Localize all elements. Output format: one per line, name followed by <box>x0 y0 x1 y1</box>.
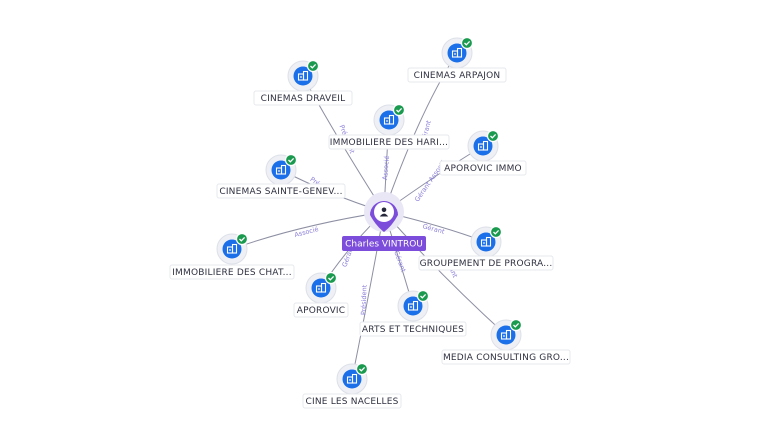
person-icon <box>379 207 389 217</box>
node-label-box <box>216 183 346 199</box>
building-icon <box>226 243 238 254</box>
verified-check-icon <box>509 318 523 332</box>
edge-cinemas-arpajon <box>383 52 458 213</box>
node-label: CINEMAS DRAVEIL <box>261 94 346 104</box>
node-label-box <box>407 67 507 83</box>
verified-check-icon <box>392 103 406 117</box>
node-label: ARTS ET TECHNIQUES <box>362 325 464 335</box>
company-nodes: CINEMAS DRAVEIL CINEMAS ARPAJON IMMOBILIER… <box>169 36 571 409</box>
center-label-box <box>342 236 426 251</box>
edge-cine-les-nacelles <box>351 211 385 380</box>
edge-label-immobiliere-des-hari: Associé <box>381 155 391 180</box>
company-node-cinemas-sainte-genev[interactable]: CINEMAS SAINTE-GENEV... <box>216 153 346 199</box>
node-label: MEDIA CONSULTING GRO... <box>443 353 569 363</box>
building-icon <box>275 164 287 175</box>
verified-check-icon <box>489 225 503 239</box>
company-node-cinemas-draveil[interactable]: CINEMAS DRAVEIL <box>253 59 353 106</box>
node-label-box <box>253 90 353 106</box>
building-icon <box>383 114 395 125</box>
node-label: GROUPEMENT DE PROGRA... <box>420 259 553 269</box>
building-icon <box>297 70 309 81</box>
node-label: IMMOBILIERE DES HARI... <box>330 138 448 148</box>
node-label-box <box>359 321 467 337</box>
node-label: IMMOBILIERE DES CHAT... <box>172 268 292 278</box>
edge-label-immobiliere-des-chat: Associé <box>294 225 320 239</box>
company-node-immobiliere-des-hari[interactable]: IMMOBILIERE DES HARI... <box>328 103 450 150</box>
company-node-media-consulting-gro[interactable]: MEDIA CONSULTING GRO... <box>441 318 571 365</box>
node-label: CINEMAS ARPAJON <box>414 71 501 81</box>
building-icon <box>315 282 327 293</box>
node-label: CINE LES NACELLES <box>305 397 398 407</box>
company-node-aporovic-immo[interactable]: APOROVIC IMMO <box>439 129 527 176</box>
node-label: APOROVIC IMMO <box>444 164 522 174</box>
company-node-arts-et-techniques[interactable]: ARTS ET TECHNIQUES <box>359 289 467 337</box>
node-label-box <box>293 302 349 318</box>
node-label: APOROVIC <box>297 306 346 316</box>
verified-check-icon <box>324 271 338 285</box>
node-label-box <box>302 393 402 409</box>
verified-check-icon <box>306 59 320 73</box>
edge-label-cine-les-nacelles: Président <box>359 284 368 315</box>
node-label-box <box>439 160 527 176</box>
verified-check-icon <box>284 153 298 167</box>
building-icon <box>346 373 358 384</box>
verified-check-icon <box>355 362 369 376</box>
verified-check-icon <box>460 36 474 50</box>
edge-label-arts-et-techniques: Gérant <box>392 249 407 273</box>
building-icon <box>480 236 492 247</box>
node-label-box <box>441 349 571 365</box>
verified-check-icon <box>486 129 500 143</box>
edge-label-groupement-de-progra: Gérant <box>422 222 446 236</box>
company-node-groupement-de-progra[interactable]: GROUPEMENT DE PROGRA... <box>418 225 554 271</box>
center-person-name: Charles VINTROU <box>345 240 423 250</box>
verified-check-icon <box>235 232 249 246</box>
building-icon <box>407 300 419 311</box>
company-node-immobiliere-des-chat[interactable]: IMMOBILIERE DES CHAT... <box>169 232 295 280</box>
node-label: CINEMAS SAINTE-GENEV... <box>219 187 342 197</box>
company-node-cine-les-nacelles[interactable]: CINE LES NACELLES <box>302 362 402 409</box>
node-label-box <box>418 255 554 271</box>
verified-check-icon <box>416 289 430 303</box>
company-node-cinemas-arpajon[interactable]: CINEMAS ARPAJON <box>407 36 507 83</box>
node-label-box <box>169 264 295 280</box>
company-node-aporovic[interactable]: APOROVIC <box>293 271 349 318</box>
building-icon <box>500 329 512 340</box>
edge-media-consulting-gro <box>383 211 507 336</box>
center-person-node[interactable]: Charles VINTROU <box>342 192 426 251</box>
node-label-box <box>328 134 450 150</box>
building-icon <box>451 47 463 58</box>
building-icon <box>477 140 489 151</box>
